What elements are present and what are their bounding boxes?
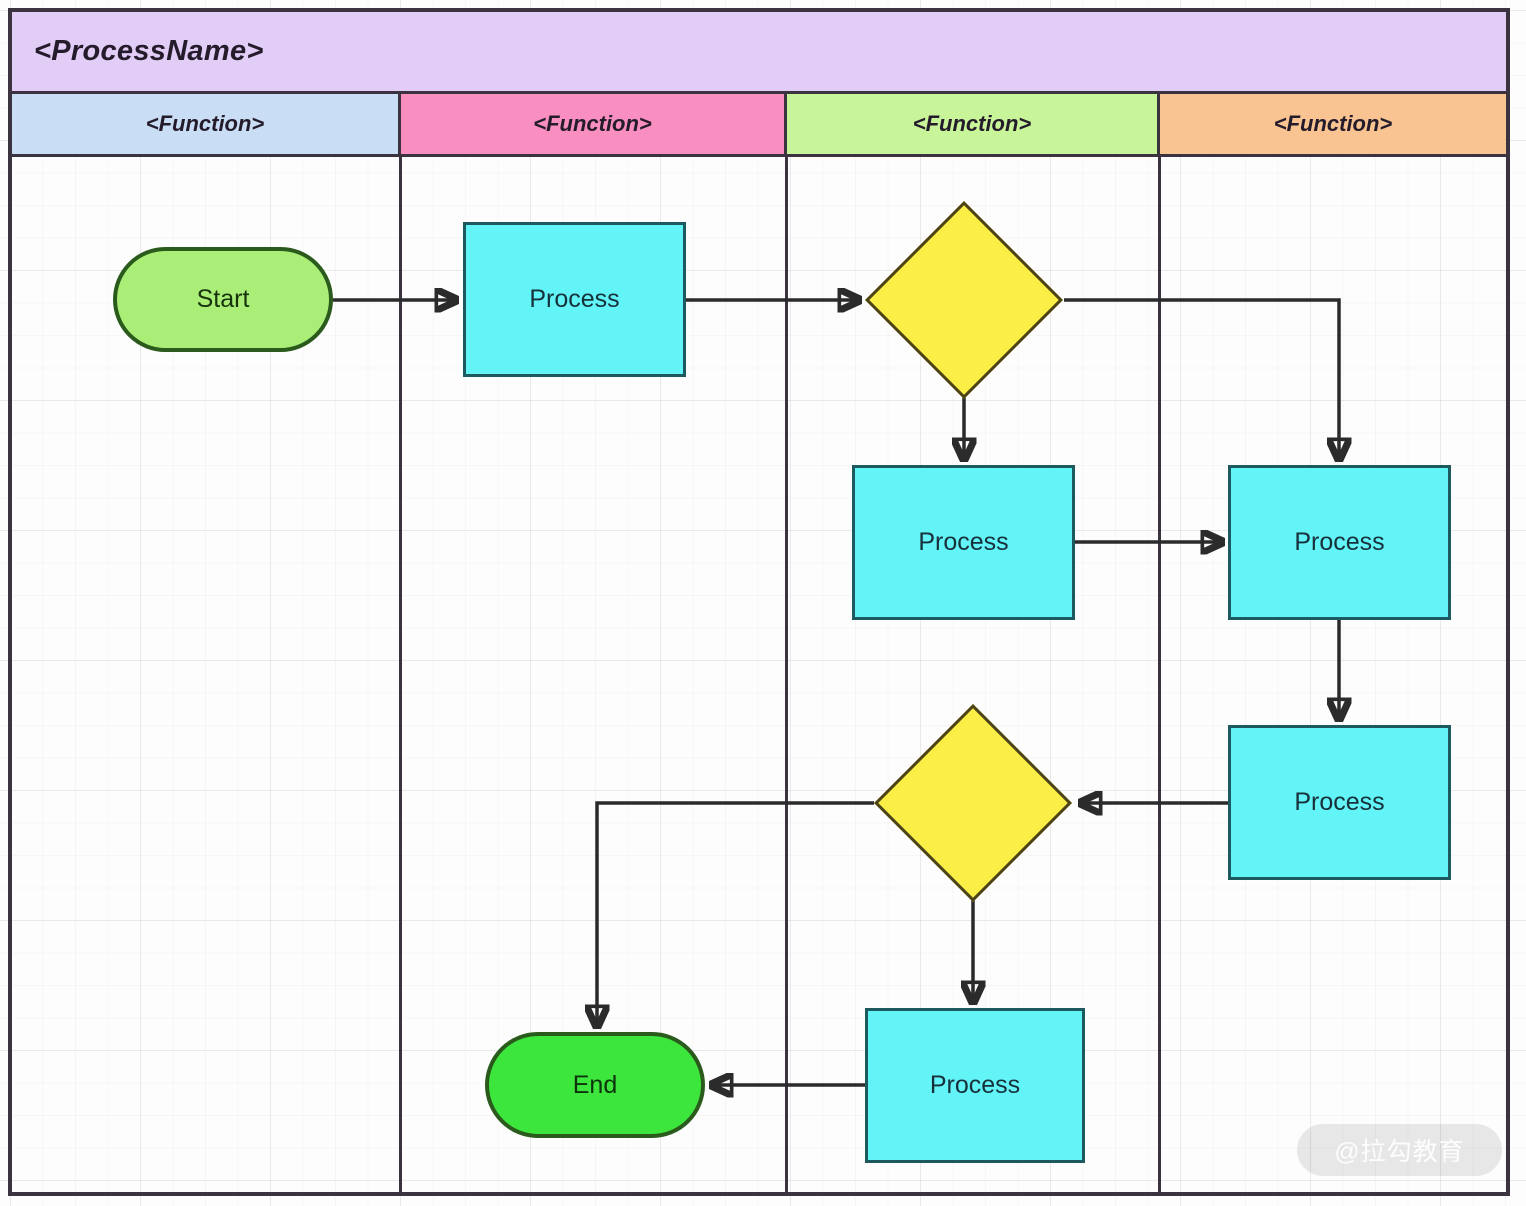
node-process-4-label: Process [1294,788,1385,816]
pool-title-bar: <ProcessName> [12,12,1506,94]
node-process-1[interactable]: Process [463,222,686,377]
watermark-badge: @拉勾教育 [1297,1124,1502,1176]
node-process-1-label: Process [529,285,620,313]
decision-1-shape [865,201,1063,399]
lane-header-0: <Function> [12,94,401,157]
lane-header-3-label: <Function> [1273,111,1393,136]
diagram-frame [8,8,1510,1196]
node-process-4[interactable]: Process [1228,725,1451,880]
lane-separator-1 [399,157,402,1192]
node-start-label: Start [196,285,250,313]
node-decision-2[interactable] [874,704,1072,902]
lane-separator-2 [785,157,788,1192]
lane-separator-3 [1158,157,1161,1192]
process-name-label: <ProcessName> [34,35,264,67]
watermark-text: @拉勾教育 [1334,1138,1465,1166]
lane-header-1-label: <Function> [533,111,652,136]
decision-2-shape [874,704,1072,902]
lane-header-1: <Function> [401,94,787,157]
node-start[interactable]: Start [113,247,333,352]
node-end[interactable]: End [485,1032,705,1138]
lane-header-2: <Function> [787,94,1160,157]
node-process-2-label: Process [918,528,1009,556]
node-process-2[interactable]: Process [852,465,1075,620]
lane-header-band: <Function> <Function> <Function> <Functi… [12,94,1506,157]
node-decision-1[interactable] [865,201,1063,399]
node-end-label: End [572,1070,618,1099]
lane-header-0-label: <Function> [145,111,265,136]
node-process-5-label: Process [929,1071,1021,1099]
node-process-3-label: Process [1294,528,1385,556]
lane-header-2-label: <Function> [912,111,1032,136]
lane-header-3: <Function> [1160,94,1506,157]
node-process-3[interactable]: Process [1228,465,1451,620]
node-process-5[interactable]: Process [865,1008,1085,1163]
